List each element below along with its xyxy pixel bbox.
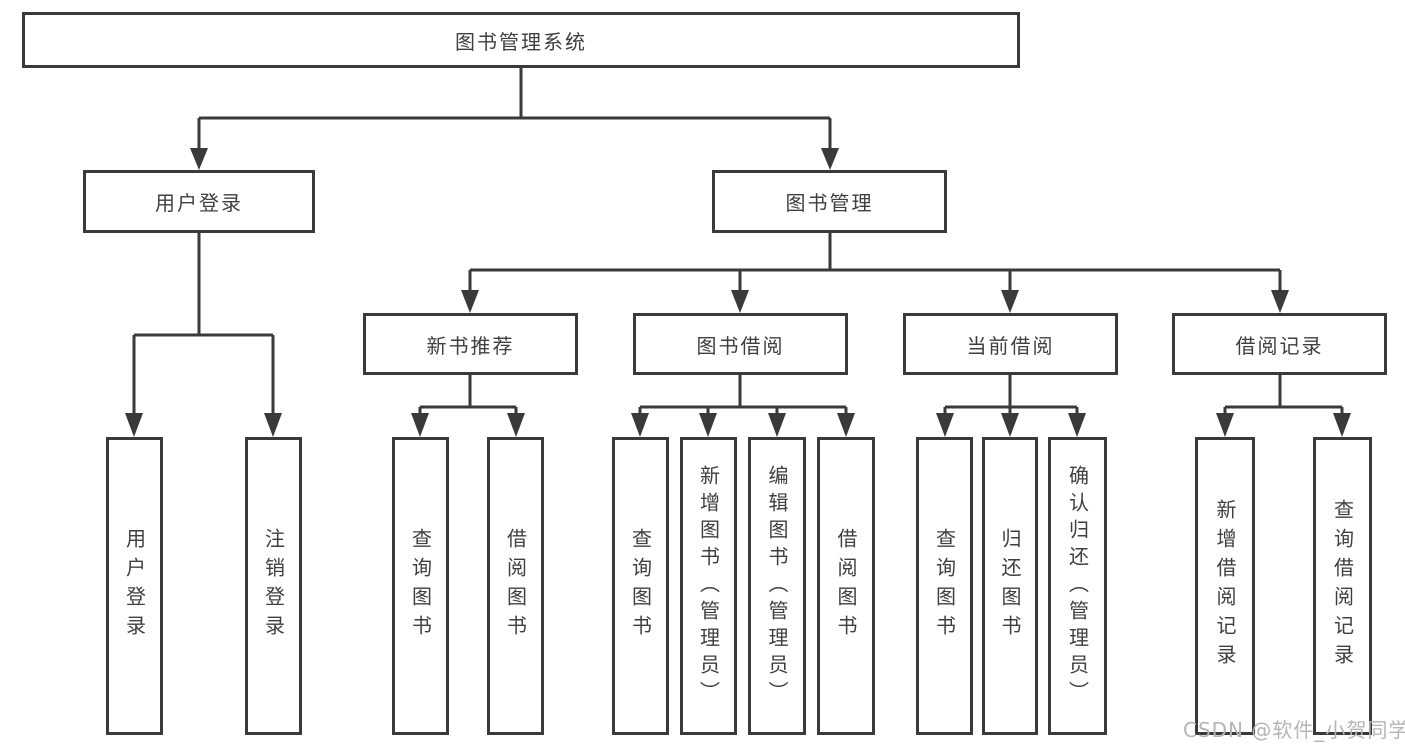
csdn-watermark: CSDN @软件_小贺同学	[1183, 718, 1405, 742]
leaf-add-borrow-record: 新增借阅记录	[1195, 437, 1255, 735]
connector-management-to-level3	[461, 233, 1289, 313]
node-library-management-system: 图书管理系统	[22, 12, 1020, 68]
leaf-return-books: 归还图书	[982, 437, 1038, 735]
connector-newbooks-to-leaves	[411, 375, 525, 437]
node-book-management: 图书管理	[712, 170, 947, 233]
leaf-edit-books-admin: 编辑图书（管理员）	[748, 437, 806, 735]
node-current-borrowing: 当前借阅	[903, 313, 1118, 375]
connector-currentborrow-to-leaves	[936, 375, 1086, 437]
leaf-add-books-admin: 新增图书（管理员）	[680, 437, 737, 735]
node-borrowing-records: 借阅记录	[1172, 313, 1387, 375]
connector-root-to-level2	[190, 68, 839, 170]
leaf-query-books-borrow: 查询图书	[612, 437, 669, 735]
leaf-query-borrow-record: 查询借阅记录	[1313, 437, 1372, 735]
connector-login-to-leaves	[125, 233, 282, 437]
leaf-borrow-books-borrow: 借阅图书	[817, 437, 875, 735]
leaf-confirm-return-admin: 确认归还（管理员）	[1048, 437, 1107, 735]
leaf-borrow-books-newbooks: 借阅图书	[487, 437, 544, 735]
node-book-borrowing: 图书借阅	[633, 313, 848, 375]
connector-bookborrow-to-leaves	[631, 375, 855, 437]
connector-records-to-leaves	[1216, 375, 1351, 437]
leaf-query-books-newbooks: 查询图书	[392, 437, 449, 735]
leaf-user-login: 用户登录	[106, 437, 163, 735]
leaf-query-books-current: 查询图书	[916, 437, 973, 735]
leaf-logout: 注销登录	[245, 437, 302, 735]
node-user-login: 用户登录	[83, 170, 315, 233]
node-new-book-recommendation: 新书推荐	[363, 313, 578, 375]
